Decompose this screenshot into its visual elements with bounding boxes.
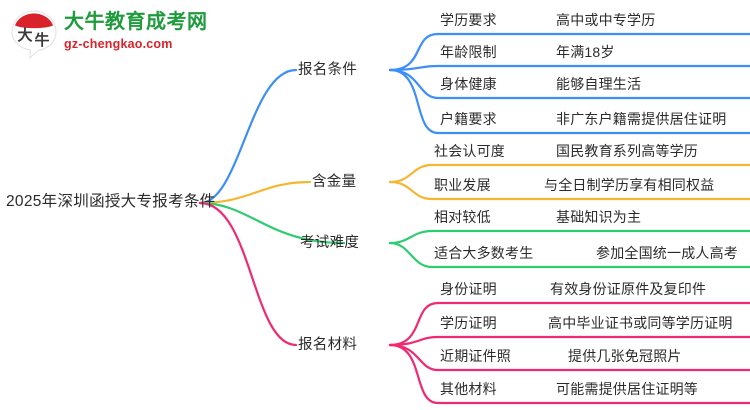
sub-node-身份证明[interactable]: 身份证明: [440, 281, 497, 297]
logo-title: 大牛教育成考网: [64, 11, 208, 33]
root-node-label[interactable]: 2025年深圳函授大专报考条件: [6, 193, 216, 210]
logo-emblem-icon: 大 牛: [11, 10, 57, 60]
site-logo[interactable]: 大 牛 大牛教育成考网 gz-chengkao.com: [8, 6, 207, 64]
sub-node-户籍要求[interactable]: 户籍要求: [440, 111, 497, 127]
svg-text:大: 大: [17, 26, 32, 44]
leaf-node-职业发展-detail[interactable]: 与全日制学历享有相同权益: [544, 177, 715, 193]
sub-link-1-4: [388, 68, 440, 135]
leaf-node-相对较低-detail[interactable]: 基础知识为主: [556, 209, 642, 225]
leaf-node-学历证明-detail[interactable]: 高中毕业证书或同等学历证明: [548, 315, 733, 331]
sub-node-适合大多数考生[interactable]: 适合大多数考生: [434, 245, 534, 261]
logo-subtitle: gz-chengkao.com: [64, 37, 173, 51]
sub-node-社会认可度[interactable]: 社会认可度: [434, 143, 505, 159]
sub-node-近期证件照[interactable]: 近期证件照: [440, 348, 511, 364]
sub-link-3-2: [388, 241, 434, 269]
branch-connectors-考试难度: [198, 201, 750, 269]
branch-node-含金量[interactable]: 含金量: [312, 174, 357, 190]
sub-link-4-4: [388, 343, 440, 405]
leaf-node-社会认可度-detail[interactable]: 国民教育系列高等学历: [556, 143, 698, 159]
sub-node-身体健康[interactable]: 身体健康: [440, 76, 497, 92]
sub-link-2-1: [388, 163, 434, 184]
sub-node-学历要求[interactable]: 学历要求: [440, 12, 497, 28]
root-link-1: [198, 68, 298, 205]
sub-node-相对较低[interactable]: 相对较低: [434, 209, 491, 225]
branch-node-考试难度[interactable]: 考试难度: [300, 235, 360, 251]
sub-link-2-2: [388, 180, 434, 201]
sub-node-其他材料[interactable]: 其他材料: [440, 381, 497, 397]
branch-connectors-报名材料: [198, 201, 750, 405]
svg-text:牛: 牛: [34, 31, 49, 49]
sub-link-4-1: [388, 301, 440, 347]
sub-link-1-2: [388, 64, 440, 72]
leaf-node-学历要求-detail[interactable]: 高中或中专学历: [556, 12, 656, 28]
sub-node-职业发展[interactable]: 职业发展: [434, 177, 491, 193]
leaf-node-身体健康-detail[interactable]: 能够自理生活: [556, 76, 642, 92]
branch-node-报名条件[interactable]: 报名条件: [298, 62, 358, 78]
sub-node-年龄限制[interactable]: 年龄限制: [440, 44, 497, 60]
leaf-node-身份证明-detail[interactable]: 有效身份证原件及复印件: [550, 281, 707, 297]
branch-connectors-含金量: [198, 163, 750, 205]
branch-connectors-报名条件: [198, 32, 750, 205]
leaf-node-适合大多数考生-detail[interactable]: 参加全国统一成人高考: [596, 245, 738, 261]
root-link-3: [198, 201, 346, 245]
leaf-node-其他材料-detail[interactable]: 可能需提供居住证明等: [556, 381, 698, 397]
root-link-4: [198, 201, 298, 347]
branch-node-报名材料[interactable]: 报名材料: [298, 337, 358, 353]
sub-node-学历证明[interactable]: 学历证明: [440, 315, 497, 331]
root-link-2: [198, 180, 312, 205]
leaf-node-近期证件照-detail[interactable]: 提供几张免冠照片: [568, 348, 682, 364]
leaf-node-户籍要求-detail[interactable]: 非广东户籍需提供居住证明: [556, 111, 727, 127]
sub-link-1-1: [388, 32, 440, 72]
logo-text-block: 大牛教育成考网 gz-chengkao.com: [64, 10, 208, 52]
sub-link-3-1: [388, 229, 434, 245]
leaf-node-年龄限制-detail[interactable]: 年满18岁: [556, 44, 615, 60]
sub-link-4-2: [388, 335, 440, 347]
